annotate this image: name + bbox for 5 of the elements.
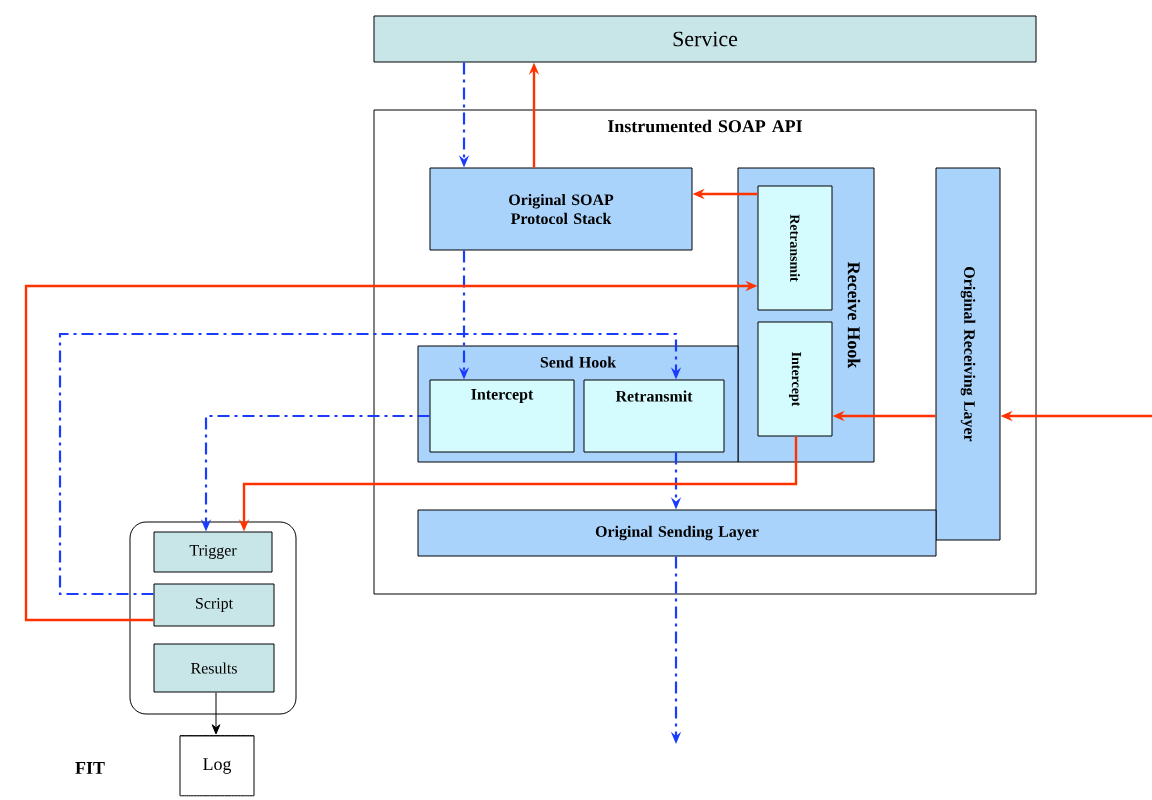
arrow — [58, 332, 682, 596]
node-label: FIT — [75, 762, 105, 774]
log-cylinder: Log — [179, 735, 255, 797]
arrow — [211, 692, 221, 735]
service-box: Service — [373, 15, 1037, 63]
